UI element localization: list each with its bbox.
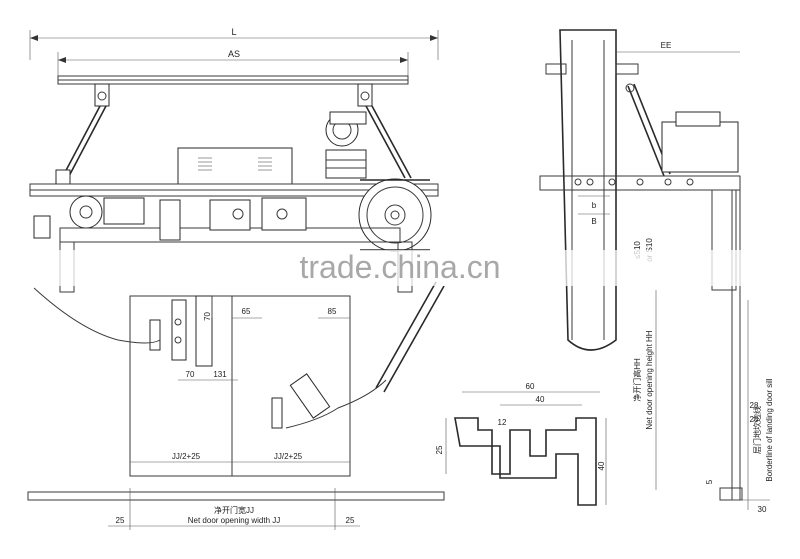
door-hanger-mechanism [159,197,307,241]
sill-en: Borderline of landing door sill [765,378,774,481]
dim-510: ≤510 [633,241,642,259]
watermark-text: trade.china.cn [299,249,500,285]
dim-30: 30 [758,505,767,514]
idler-pulley [33,195,145,239]
drive-pulley [358,178,432,252]
dim-131: 131 [213,370,227,379]
controller-box [177,147,293,185]
dim-L: L [231,27,236,37]
motor [325,111,367,179]
safety-arm [271,281,445,429]
dim-40-top: 40 [536,395,545,404]
door-panels [129,295,351,477]
door-coupler [149,295,213,367]
dim-25-side: 25 [435,445,444,454]
dim-28a: 28 [750,401,759,410]
dim-510b: or S10 [645,238,654,262]
sill-cn: 层门地坎边线 [752,406,762,454]
left-hanger [55,83,110,185]
dim-25-right: 25 [346,516,355,525]
dim-70a: 70 [203,311,212,320]
watermark: trade.china.cn [30,249,770,286]
dim-70b: 70 [186,370,195,379]
dim-B: B [591,217,596,226]
sill-profile: 60 40 12 25 40 [435,382,607,506]
dim-65: 65 [242,307,251,316]
net-height-cn: 净开门高HH [632,358,642,402]
dim-jj-left: JJ/2+25 [172,452,201,461]
dim-40-side: 40 [597,461,606,470]
dim-28b: 28 [750,415,759,424]
net-width-cn: 净开门宽JJ [214,505,254,515]
dim-AS: AS [228,49,240,59]
dim-EE: EE [661,41,672,50]
dim-12: 12 [498,418,507,427]
front-view: L AS [27,27,445,530]
dim-25-left: 25 [116,516,125,525]
net-width-en: Net door opening width JJ [188,516,281,525]
side-view: b B EE ≤510 or S10 净开门高HH Net door openi… [539,29,774,514]
right-hanger [357,83,412,179]
dim-5: 5 [705,479,714,484]
net-height-en: Net door opening height HH [645,330,654,429]
dim-60: 60 [526,382,535,391]
dim-jj-right: JJ/2+25 [274,452,303,461]
dim-85: 85 [328,307,337,316]
dim-b: b [592,201,597,210]
